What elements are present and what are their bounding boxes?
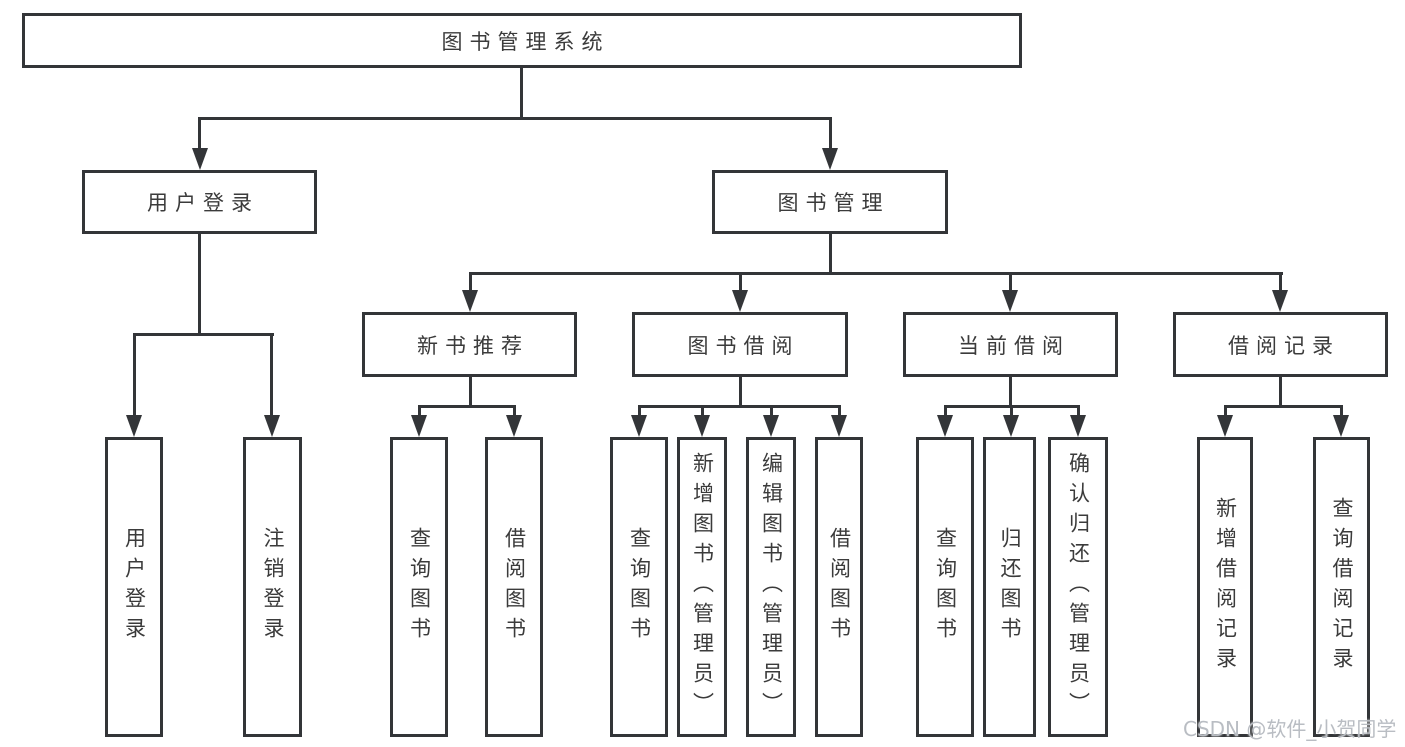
- leaf-label: 借阅图书: [827, 527, 852, 647]
- node-library-management-system: 图书管理系统: [22, 13, 1022, 68]
- arrow-down-icon: [506, 415, 522, 437]
- arrow-down-icon: [822, 148, 838, 170]
- arrow-down-icon: [411, 415, 427, 437]
- arrow-down-icon: [462, 290, 478, 312]
- connector-level1-bar: [198, 117, 832, 120]
- csdn-watermark: CSDN @软件_小贺同学: [1183, 717, 1397, 741]
- connector-drop-login-leaf: [133, 333, 136, 415]
- arrow-down-icon: [1217, 415, 1233, 437]
- leaf-label: 查询图书: [407, 527, 432, 647]
- leaf-user-login: 用户登录: [105, 437, 163, 737]
- leaf-label: 确认归还（管理员）: [1066, 452, 1091, 722]
- connector-drop-borrow-records: [1279, 272, 1282, 292]
- leaf-confirm-return-admin: 确认归还（管理员）: [1048, 437, 1108, 737]
- connector-drop-new-books: [469, 272, 472, 292]
- connector-leaf-drop: [1340, 405, 1343, 417]
- leaf-label: 查询借阅记录: [1330, 497, 1354, 677]
- arrow-down-icon: [1333, 415, 1349, 437]
- leaf-label: 新增图书（管理员）: [690, 452, 715, 722]
- arrow-down-icon: [192, 148, 208, 170]
- leaf-label: 注销登录: [261, 527, 285, 647]
- node-label: 新书推荐: [417, 333, 529, 358]
- node-book-management: 图书管理: [712, 170, 948, 234]
- arrow-down-icon: [937, 415, 953, 437]
- connector-user-login-bar: [133, 333, 274, 336]
- leaf-add-borrow-record: 新增借阅记录: [1197, 437, 1253, 737]
- connector-leaf-drop: [944, 405, 947, 417]
- leaf-edit-books-admin: 编辑图书（管理员）: [746, 437, 796, 737]
- arrow-down-icon: [732, 290, 748, 312]
- arrow-down-icon: [1002, 290, 1018, 312]
- leaf-logout: 注销登录: [243, 437, 302, 737]
- arrow-down-icon: [631, 415, 647, 437]
- connector-leaf-drop: [838, 405, 841, 417]
- connector-leaf-drop: [1010, 405, 1013, 417]
- connector-leaf-drop: [638, 405, 641, 417]
- arrow-down-icon: [763, 415, 779, 437]
- leaf-add-books-admin: 新增图书（管理员）: [677, 437, 727, 737]
- leaf-label: 查询图书: [933, 527, 958, 647]
- connector-drop-current-borrow: [1009, 272, 1012, 292]
- node-label: 图书借阅: [687, 333, 800, 358]
- connector-book-borrow-trunk: [739, 377, 742, 408]
- leaf-label: 用户登录: [122, 527, 147, 647]
- connector-leaf-drop: [1077, 405, 1080, 417]
- node-label: 用户登录: [147, 191, 259, 215]
- leaf-label: 编辑图书（管理员）: [759, 452, 784, 722]
- connector-leaf-drop: [1224, 405, 1227, 417]
- leaf-query-borrow-record: 查询借阅记录: [1313, 437, 1370, 737]
- connector-new-books-trunk: [469, 377, 472, 408]
- leaf-borrow-books-2: 借阅图书: [815, 437, 863, 737]
- leaf-label: 归还图书: [998, 527, 1022, 647]
- connector-leaf-drop: [418, 405, 421, 417]
- leaf-label: 查询图书: [627, 527, 652, 647]
- node-user-login: 用户登录: [82, 170, 317, 234]
- connector-drop-book-management: [829, 117, 832, 149]
- connector-new-books-bar: [418, 405, 516, 408]
- leaf-label: 新增借阅记录: [1213, 497, 1238, 677]
- node-current-borrowing: 当前借阅: [903, 312, 1118, 377]
- leaf-label: 借阅图书: [502, 527, 527, 647]
- connector-drop-book-borrow: [739, 272, 742, 292]
- leaf-query-books-2: 查询图书: [610, 437, 668, 737]
- node-label: 当前借阅: [958, 333, 1070, 358]
- connector-current-borrow-trunk: [1009, 377, 1012, 408]
- arrow-down-icon: [1003, 415, 1019, 437]
- node-label: 图书管理: [777, 191, 890, 215]
- connector-root-trunk: [520, 68, 523, 119]
- leaf-return-books: 归还图书: [983, 437, 1036, 737]
- connector-leaf-drop: [701, 405, 704, 417]
- node-label: 图书管理系统: [441, 29, 610, 54]
- arrow-down-icon: [1070, 415, 1086, 437]
- leaf-borrow-books-1: 借阅图书: [485, 437, 543, 737]
- connector-user-login-trunk: [198, 234, 201, 335]
- arrow-down-icon: [831, 415, 847, 437]
- leaf-query-books-1: 查询图书: [390, 437, 448, 737]
- connector-level2-bar: [469, 272, 1283, 275]
- arrow-down-icon: [126, 415, 142, 437]
- connector-book-management-trunk: [829, 234, 832, 275]
- connector-drop-logout-leaf: [270, 333, 273, 415]
- arrow-down-icon: [264, 415, 280, 437]
- node-label: 借阅记录: [1228, 333, 1340, 358]
- node-book-borrowing: 图书借阅: [632, 312, 848, 377]
- node-new-book-recommend: 新书推荐: [362, 312, 577, 377]
- connector-leaf-drop: [513, 405, 516, 417]
- node-borrowing-records: 借阅记录: [1173, 312, 1388, 377]
- connector-borrow-records-trunk: [1279, 377, 1282, 408]
- connector-leaf-drop: [770, 405, 773, 417]
- arrow-down-icon: [1272, 290, 1288, 312]
- connector-borrow-records-bar: [1224, 405, 1343, 408]
- connector-book-borrow-bar: [638, 405, 841, 408]
- leaf-query-books-3: 查询图书: [916, 437, 974, 737]
- arrow-down-icon: [694, 415, 710, 437]
- connector-drop-user-login: [198, 117, 201, 149]
